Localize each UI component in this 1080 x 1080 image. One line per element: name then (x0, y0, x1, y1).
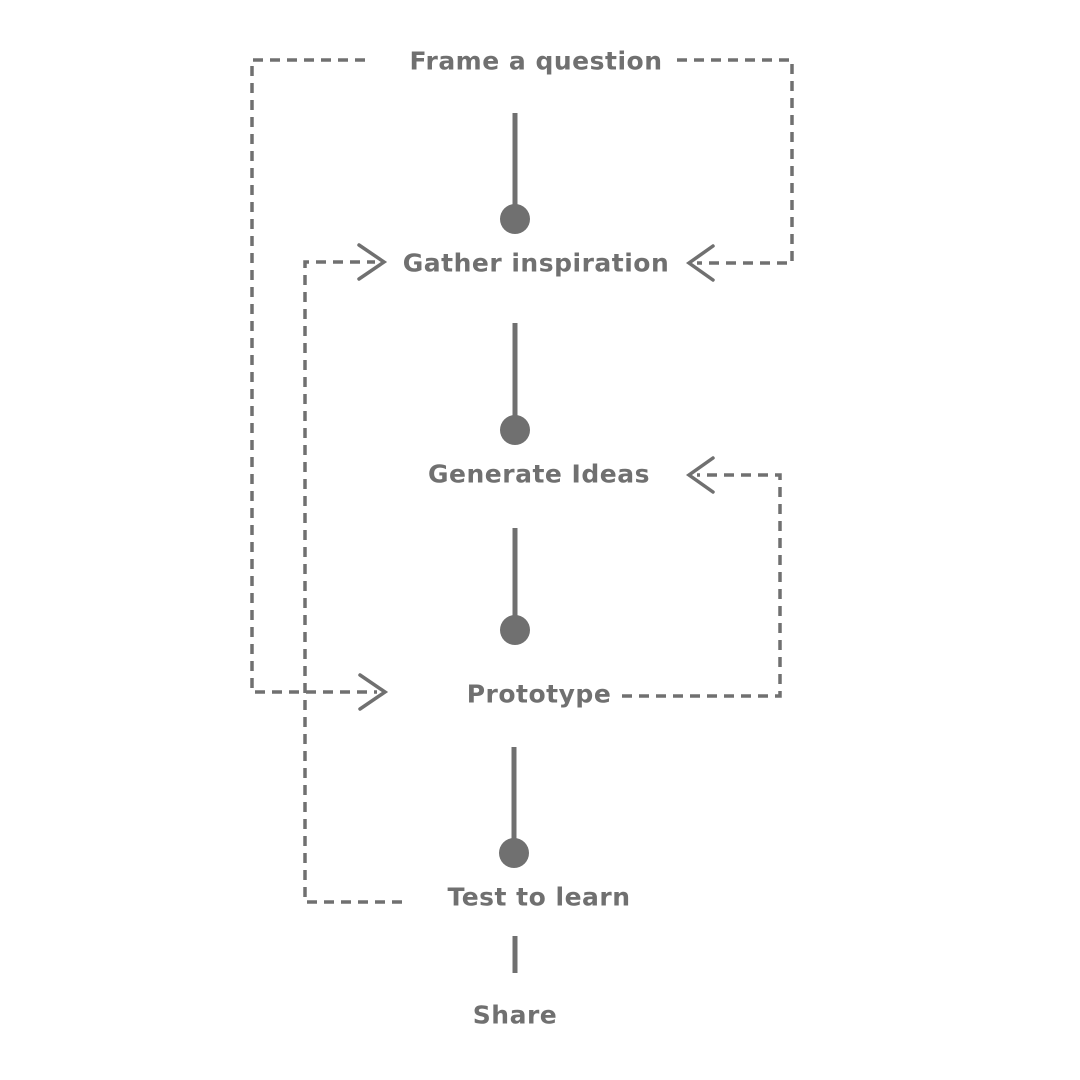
step-test-to-learn: Test to learn (447, 882, 631, 912)
arrow-head-generate-right (685, 456, 715, 494)
step-frame-a-question: Frame a question (409, 46, 663, 76)
connector-dot-gather (500, 204, 530, 234)
step-gather-inspiration: Gather inspiration (402, 248, 670, 278)
loop-frame-to-gather (677, 58, 794, 265)
connector-dot-prototype (500, 615, 530, 645)
arrow-head-gather-right (685, 244, 715, 282)
step-share: Share (472, 1000, 558, 1030)
arrow-head-prototype-left (358, 673, 389, 711)
connector-dot-test (499, 838, 529, 868)
loop-frame-to-prototype (250, 58, 377, 694)
step-prototype: Prototype (466, 679, 612, 709)
loop-test-to-gather (303, 260, 402, 904)
loop-prototype-to-generate (622, 473, 782, 698)
step-generate-ideas: Generate Ideas (428, 459, 650, 489)
arrow-head-gather-left (357, 243, 388, 281)
connector-dot-generate (500, 415, 530, 445)
